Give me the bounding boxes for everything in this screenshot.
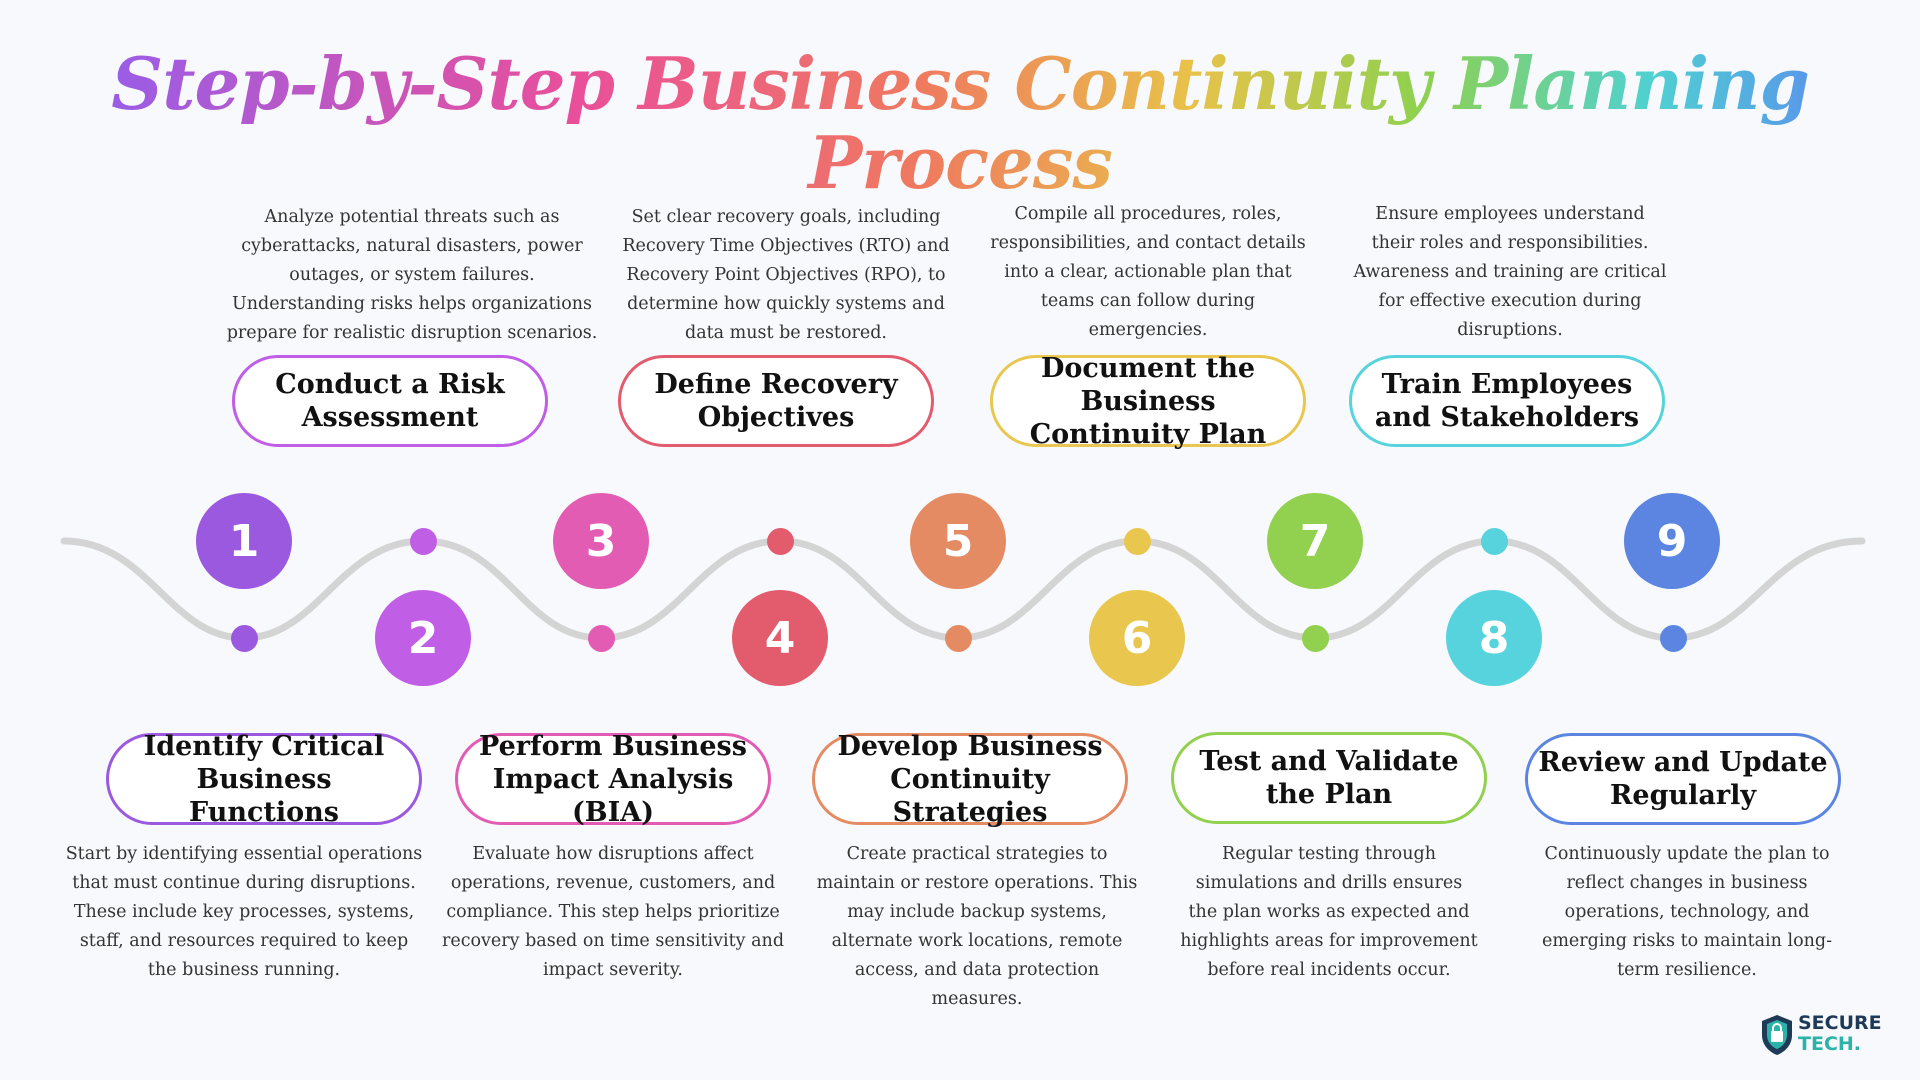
timeline-dot-6 [1123, 527, 1151, 555]
step-5-title: Develop Business Continuity Strategies [812, 731, 1128, 828]
step-4-number: 4 [732, 590, 828, 686]
shield-icon [1762, 1015, 1792, 1055]
logo-line2: TECH. [1798, 1033, 1862, 1055]
step-3-number: 3 [553, 493, 649, 589]
step-6-number: 6 [1089, 590, 1185, 686]
step-3-description: Evaluate how disruptions affect operatio… [441, 844, 785, 980]
timeline-dot-8 [1480, 527, 1508, 555]
timeline-dot-9 [1659, 624, 1687, 652]
securetech-logo: SECURE TECH. [1760, 1013, 1890, 1061]
timeline-dot-7 [1301, 624, 1329, 652]
page-title: Step-by-Step Business Continuity Plannin… [0, 44, 1920, 203]
step-6-title: Document the Business Continuity Plan [990, 353, 1306, 450]
step-2-title: Conduct a Risk Assessment [232, 355, 548, 447]
step-1-description: Start by identifying essential operation… [65, 844, 423, 980]
step-4-description: Set clear recovery goals, including Reco… [622, 207, 950, 343]
timeline-dot-4 [766, 527, 794, 555]
step-8-number: 8 [1446, 590, 1542, 686]
step-5-description: Create practical strategies to maintain … [816, 844, 1138, 1009]
step-7-title: Test and Validate the Plan [1171, 732, 1487, 824]
step-7-description: Regular testing through simulations and … [1180, 844, 1478, 980]
step-7-number: 7 [1267, 493, 1363, 589]
step-9-title: Review and Update Regularly [1525, 733, 1841, 825]
step-1-title: Identify Critical Business Functions [106, 731, 422, 828]
logo-line1: SECURE [1798, 1012, 1882, 1034]
timeline-dot-2 [409, 527, 437, 555]
step-8-description: Ensure employees understand their roles … [1353, 204, 1667, 340]
timeline-dot-3 [587, 624, 615, 652]
step-9-description: Continuously update the plan to reflect … [1541, 844, 1833, 980]
step-9-number: 9 [1624, 493, 1720, 589]
step-6-description: Compile all procedures, roles, responsib… [990, 204, 1306, 340]
step-8-title: Train Employees and Stakeholders [1349, 355, 1665, 447]
step-4-title: Define Recovery Objectives [618, 355, 934, 447]
timeline-dot-5 [944, 624, 972, 652]
step-2-number: 2 [375, 590, 471, 686]
step-2-description: Analyze potential threats such as cybera… [226, 207, 598, 343]
timeline-dot-1 [230, 624, 258, 652]
step-3-title: Perform Business Impact Analysis (BIA) [455, 731, 771, 828]
step-1-number: 1 [196, 493, 292, 589]
step-5-number: 5 [910, 493, 1006, 589]
